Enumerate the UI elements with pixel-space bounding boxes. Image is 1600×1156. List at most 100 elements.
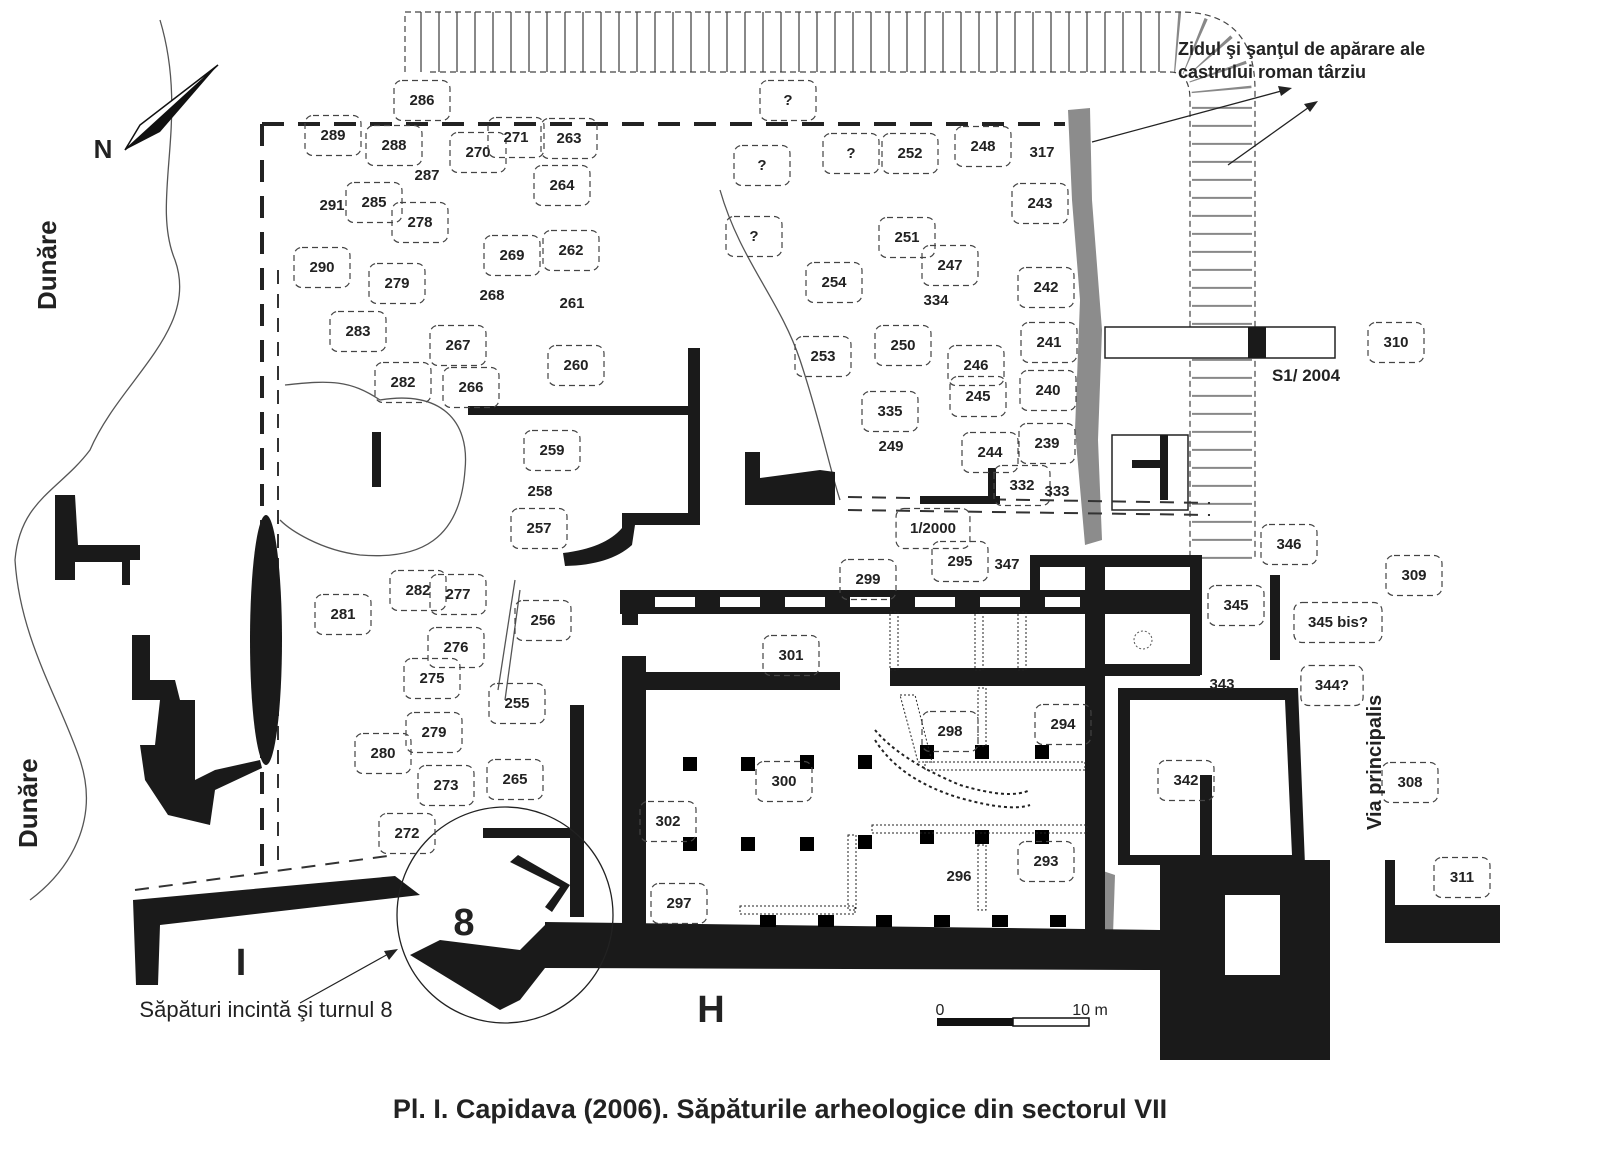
feature-outline [805, 261, 863, 304]
feature-outline [1020, 321, 1078, 364]
feature-label: 272 [394, 825, 419, 842]
arrowhead-icon [384, 949, 398, 960]
feature-label: ? [757, 157, 766, 174]
tower-8-label: 8 [453, 902, 474, 944]
feature-outline [542, 229, 600, 272]
feature-label: ? [846, 145, 855, 162]
feature-outline [1011, 182, 1069, 225]
feature-label: 311 [1450, 869, 1474, 886]
feature-label: 258 [527, 483, 552, 500]
feature-label: 268 [479, 287, 504, 304]
trench-outline [1111, 434, 1189, 511]
annotation-arrow [1227, 104, 1313, 166]
wall-segment [1248, 327, 1266, 358]
feature-outline [762, 634, 820, 677]
feature-outline [314, 593, 372, 636]
feature-label: 243 [1027, 195, 1052, 212]
north-label: N [94, 134, 113, 164]
feature-outline [405, 711, 463, 754]
wall-segment [1160, 435, 1168, 500]
riverbank-line [497, 579, 521, 701]
arrowhead-icon [1304, 101, 1318, 112]
feature-label: 280 [370, 745, 395, 762]
sector-i-label: I [236, 942, 247, 984]
feature-outline [487, 116, 545, 159]
feature-label: 289 [320, 127, 345, 144]
feature-label: 264 [549, 177, 575, 194]
feature-label: 295 [947, 553, 972, 570]
scale-bar [937, 1017, 1090, 1027]
well-icon [1133, 630, 1153, 650]
feature-label: 242 [1033, 279, 1058, 296]
feature-outline [878, 216, 936, 259]
feature-outline [1157, 759, 1215, 802]
defensive-ditch-band [420, 12, 1252, 560]
figure-caption: Pl. I. Capidava (2006). Săpăturile arheo… [393, 1094, 1167, 1124]
feature-outline [1017, 840, 1075, 883]
feature-outline [755, 760, 813, 803]
brick-walls [739, 611, 1088, 915]
feature-outline [947, 344, 1005, 387]
feature-outline [329, 310, 387, 353]
feature-label: 250 [890, 337, 915, 354]
feature-label: 308 [1397, 774, 1422, 791]
feature-outline [378, 812, 436, 855]
feature-outline [427, 626, 485, 669]
feature-label: 283 [345, 323, 370, 340]
river-label: Dunăre [32, 220, 62, 310]
defensive-ditch-edge [430, 71, 1191, 560]
feature-outline [861, 390, 919, 433]
feature-outline [293, 246, 351, 289]
feature-label: 310 [1383, 334, 1408, 351]
feature-outline [650, 882, 708, 925]
feature-outline [540, 117, 598, 160]
trench-s1-2004 [1104, 326, 1336, 359]
feature-label: 298 [937, 723, 962, 740]
feature-label: 277 [445, 586, 470, 603]
feature-label: 285 [361, 194, 386, 211]
feature-outline [391, 201, 449, 244]
feature-label: 271 [503, 129, 528, 146]
feature-label: 317 [1029, 144, 1054, 161]
feature-label: 252 [897, 145, 922, 162]
feature-label: 275 [419, 670, 444, 687]
feature-label: 251 [894, 229, 919, 246]
feature-label: 282 [390, 374, 415, 391]
feature-label: 253 [810, 348, 835, 365]
feature-label: 256 [530, 612, 555, 629]
feature-label: 1/2000 [910, 520, 956, 537]
feature-label: 286 [409, 92, 434, 109]
arrowhead-icon [1278, 86, 1292, 96]
feature-outline [514, 599, 572, 642]
feature-outline [895, 507, 971, 550]
feature-outline [725, 215, 783, 258]
river-label: Dunăre [13, 758, 43, 848]
feature-label: 282 [405, 582, 430, 599]
feature-label: 333 [1044, 483, 1069, 500]
feature-outline [368, 262, 426, 305]
feature-outline [1019, 369, 1077, 412]
feature-outline [822, 132, 880, 175]
feature-label: 259 [539, 442, 564, 459]
defensive-wall-note: Zidul şi şanţul de apărare ale [1178, 39, 1425, 59]
feature-outline [839, 558, 897, 601]
feature-label: 300 [771, 773, 796, 790]
feature-outline [639, 800, 697, 843]
wall-openings [655, 597, 1080, 607]
late-roman-wall [1068, 108, 1102, 545]
feature-label: ? [783, 92, 792, 109]
feature-outline [993, 464, 1051, 507]
feature-outline [921, 244, 979, 287]
feature-label: 294 [1050, 716, 1076, 733]
feature-label: 240 [1035, 382, 1060, 399]
feature-outline [733, 144, 791, 187]
feature-outline [949, 375, 1007, 418]
feature-label: 239 [1034, 435, 1059, 452]
feature-outline [1034, 703, 1092, 746]
excavation-note: Săpături incintă şi turnul 8 [139, 997, 392, 1022]
wall-segment [1132, 460, 1166, 468]
feature-label: 346 [1276, 536, 1301, 553]
annotation-arrow [1091, 89, 1286, 143]
feature-outline [794, 335, 852, 378]
feature-outline [403, 657, 461, 700]
